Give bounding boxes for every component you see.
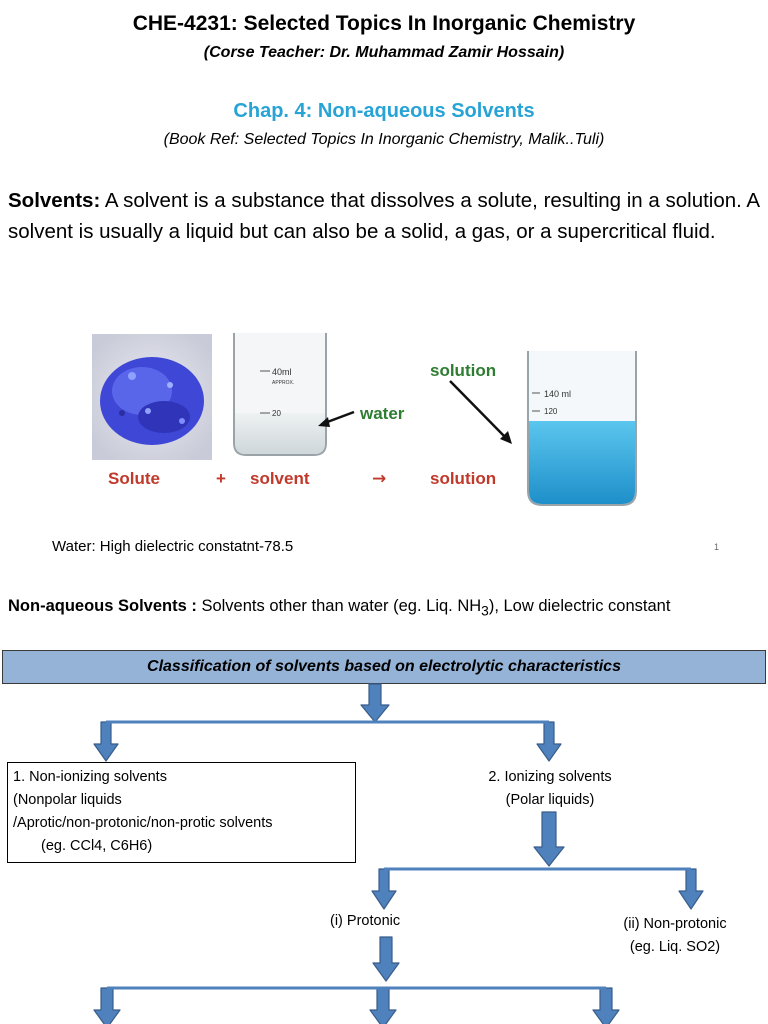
equation-solute: Solute	[108, 469, 160, 488]
equation-solution: solution	[430, 469, 496, 488]
non-ionizing-solvents-box: 1. Non-ionizing solvents (Nonpolar liqui…	[7, 762, 356, 863]
down-arrow-protonic	[371, 868, 397, 910]
non-aqueous-text-end: ), Low dielectric constant	[488, 597, 671, 615]
solvents-definition: Solvents: A solvent is a substance that …	[8, 185, 760, 247]
beaker-mark-approx: APPROX.	[272, 380, 294, 386]
page-number: 1	[714, 542, 720, 552]
beaker-mark-40ml: 40ml	[272, 367, 292, 377]
chapter-title: Chap. 4: Non-aqueous Solvents	[233, 100, 535, 122]
solution-label: solution	[430, 361, 496, 380]
equation-arrow: →	[372, 469, 386, 489]
equation-plus: +	[216, 469, 226, 488]
down-arrow-bottom-center	[369, 987, 397, 1024]
water-label: water	[359, 404, 405, 423]
beaker-mark-140ml: 140 ml	[544, 389, 571, 399]
non-ionizing-heading: 1. Non-ionizing solvents	[13, 769, 167, 785]
non-protonic-solvents: (ii) Non-protonic (eg. Liq. SO2)	[600, 913, 750, 959]
equation-solvent: solvent	[250, 469, 310, 488]
course-teacher: (Corse Teacher: Dr. Muhammad Zamir Hossa…	[203, 44, 565, 61]
down-arrow-ionizing-sub	[533, 811, 565, 867]
solution-pointer-arrow	[449, 380, 508, 440]
book-reference: (Book Ref: Selected Topics In Inorganic …	[163, 131, 605, 148]
beaker-mark-20: 20	[272, 409, 281, 418]
non-ionizing-example: (eg. CCl4, C6H6)	[41, 838, 153, 854]
non-aqueous-term: Non-aqueous Solvents :	[8, 597, 197, 615]
non-aqueous-text-start: Solvents other than water (eg. Liq. NH	[196, 597, 482, 615]
non-ionizing-line-3: /Aprotic/non-protonic/non-protic solvent…	[13, 815, 273, 831]
down-arrow-non-ionizing	[93, 721, 119, 762]
ionizing-solvents: 2. Ionizing solvents (Polar liquids)	[470, 766, 630, 812]
water-beaker: 40ml APPROX. 20	[233, 333, 327, 456]
course-title: CHE-4231: Selected Topics In Inorganic C…	[132, 12, 636, 35]
down-arrow-bottom-right	[592, 987, 620, 1024]
solute-solvent-figure: 40ml APPROX. 20 water solution 140 ml 12…	[92, 321, 640, 507]
down-arrow-non-protonic	[678, 868, 704, 910]
non-aqueous-definition: Non-aqueous Solvents : Solvents other th…	[8, 595, 760, 622]
down-arrow-main	[360, 683, 390, 723]
solution-beaker: 140 ml 120	[527, 351, 637, 506]
solvents-term: Solvents:	[8, 189, 101, 212]
classification-title-box: Classification of solvents based on elec…	[2, 650, 766, 684]
down-arrow-ionizing	[536, 721, 562, 762]
protonic-solvents: (i) Protonic	[330, 913, 401, 929]
solute-crystals-photo	[92, 334, 212, 460]
down-arrow-bottom-left	[93, 987, 121, 1024]
non-ionizing-line-2: (Nonpolar liquids	[13, 792, 122, 808]
water-dielectric-note: Water: High dielectric constatnt-78.5	[52, 538, 294, 555]
ionizing-heading: 2. Ionizing solvents	[488, 769, 612, 785]
ionizing-subheading: (Polar liquids)	[505, 792, 595, 808]
solvents-text: A solvent is a substance that dissolves …	[8, 189, 759, 243]
down-arrow-protonic-sub	[372, 936, 400, 982]
non-protonic-example: (eg. Liq. SO2)	[629, 939, 721, 955]
non-protonic-heading: (ii) Non-protonic	[623, 916, 727, 932]
nh3-subscript: 3	[481, 603, 489, 619]
beaker-mark-120: 120	[544, 407, 558, 416]
